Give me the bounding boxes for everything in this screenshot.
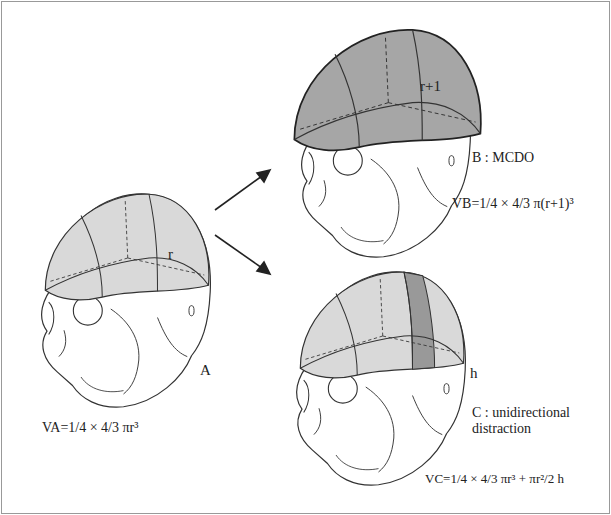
figure-letter: A [200, 362, 211, 379]
volume-formula: VB=1/4 × 4/3 π(r+1)³ [452, 196, 574, 212]
volume-formula: VC=1/4 × 4/3 πr³ + πr²/2 h [425, 472, 564, 487]
figure-title: C : unidirectional distraction [472, 405, 597, 437]
radius-label: r+1 [420, 78, 441, 95]
volume-formula: VA=1/4 × 4/3 πr³ [42, 420, 138, 436]
distraction-label: h [470, 365, 478, 382]
radius-label: r [168, 246, 173, 263]
figure-title: B : MCDO [472, 150, 534, 166]
